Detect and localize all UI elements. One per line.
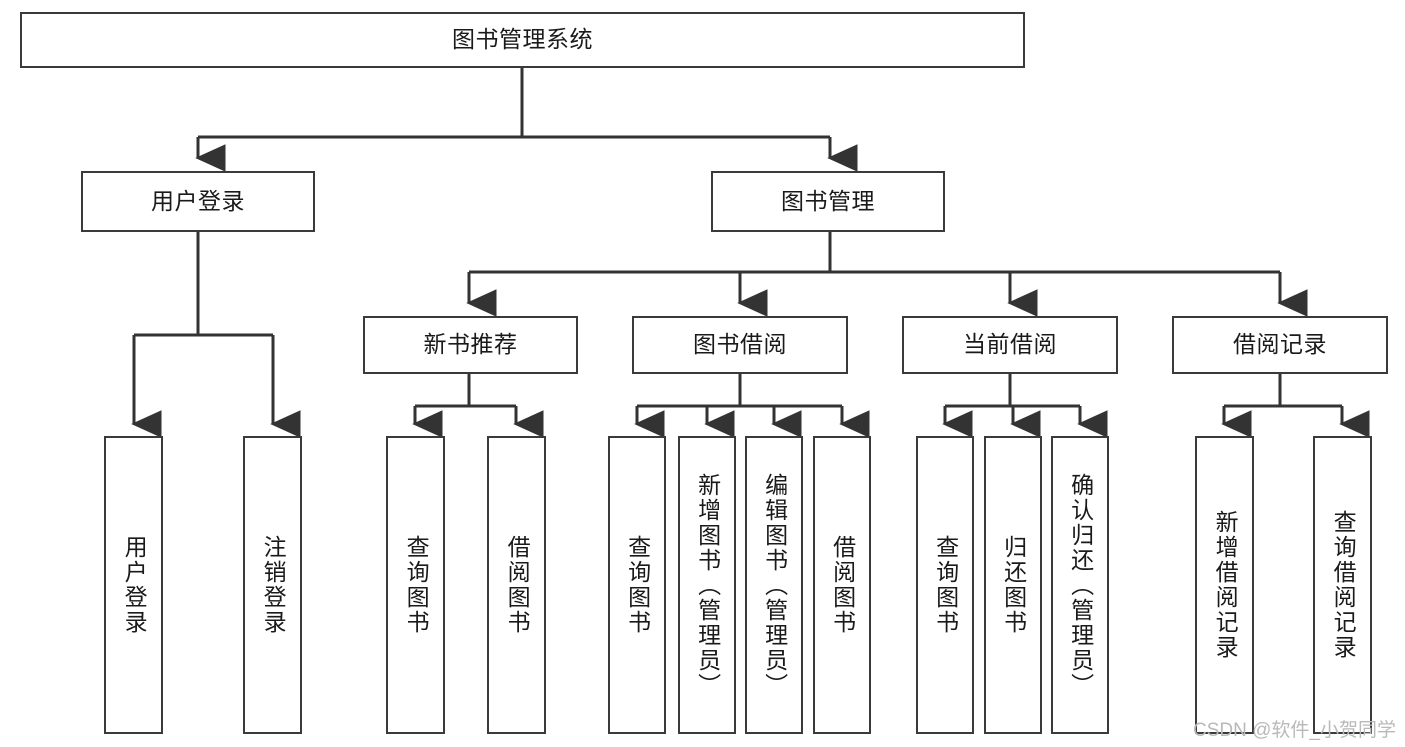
node-leaf-return-book[interactable]: 归还图书 xyxy=(984,436,1042,734)
node-borrow-records-label: 借阅记录 xyxy=(1233,331,1327,358)
node-leaf-confirm-return-label: 确认归还（管理员） xyxy=(1067,472,1094,698)
node-leaf-edit-book[interactable]: 编辑图书（管理员） xyxy=(745,436,803,734)
node-leaf-edit-book-label: 编辑图书（管理员） xyxy=(761,472,788,698)
node-leaf-add-book-label: 新增图书（管理员） xyxy=(694,472,721,698)
node-root-label: 图书管理系统 xyxy=(452,26,593,53)
node-leaf-query-book-rec[interactable]: 查询图书 xyxy=(386,436,445,734)
node-book-management-label: 图书管理 xyxy=(781,187,875,214)
node-book-borrow[interactable]: 图书借阅 xyxy=(632,316,848,374)
node-leaf-query-borrow-record-label: 查询借阅记录 xyxy=(1330,510,1357,660)
node-leaf-borrow-book-rec-label: 借阅图书 xyxy=(504,535,531,635)
node-current-borrow-label: 当前借阅 xyxy=(963,331,1057,358)
node-leaf-confirm-return[interactable]: 确认归还（管理员） xyxy=(1051,436,1109,734)
node-leaf-add-borrow-record-label: 新增借阅记录 xyxy=(1212,510,1239,660)
node-leaf-query-book-current[interactable]: 查询图书 xyxy=(916,436,974,734)
node-leaf-borrow-book-label: 借阅图书 xyxy=(829,535,856,635)
csdn-watermark: CSDN @软件_小贺同学 xyxy=(1193,720,1396,741)
node-current-borrow[interactable]: 当前借阅 xyxy=(902,316,1118,374)
node-leaf-query-book-borrow-label: 查询图书 xyxy=(624,535,651,635)
node-user-login-label: 用户登录 xyxy=(151,187,245,214)
node-book-management[interactable]: 图书管理 xyxy=(711,171,945,232)
node-new-book-recommend[interactable]: 新书推荐 xyxy=(363,316,578,374)
node-leaf-user-login-label: 用户登录 xyxy=(121,535,148,635)
node-leaf-logout[interactable]: 注销登录 xyxy=(243,436,302,734)
node-leaf-borrow-book-rec[interactable]: 借阅图书 xyxy=(487,436,546,734)
node-leaf-borrow-book[interactable]: 借阅图书 xyxy=(813,436,871,734)
node-leaf-logout-label: 注销登录 xyxy=(260,535,287,635)
node-borrow-records[interactable]: 借阅记录 xyxy=(1172,316,1388,374)
node-book-borrow-label: 图书借阅 xyxy=(693,331,787,358)
node-leaf-return-book-label: 归还图书 xyxy=(1000,535,1027,635)
node-leaf-add-borrow-record[interactable]: 新增借阅记录 xyxy=(1195,436,1254,734)
node-leaf-add-book[interactable]: 新增图书（管理员） xyxy=(678,436,736,734)
node-leaf-query-book-borrow[interactable]: 查询图书 xyxy=(608,436,666,734)
node-leaf-query-book-current-label: 查询图书 xyxy=(932,535,959,635)
node-leaf-query-borrow-record[interactable]: 查询借阅记录 xyxy=(1313,436,1372,734)
node-leaf-query-book-rec-label: 查询图书 xyxy=(403,535,430,635)
node-root[interactable]: 图书管理系统 xyxy=(20,12,1025,68)
node-leaf-user-login[interactable]: 用户登录 xyxy=(104,436,163,734)
node-user-login[interactable]: 用户登录 xyxy=(81,171,315,232)
node-new-book-recommend-label: 新书推荐 xyxy=(423,331,518,358)
